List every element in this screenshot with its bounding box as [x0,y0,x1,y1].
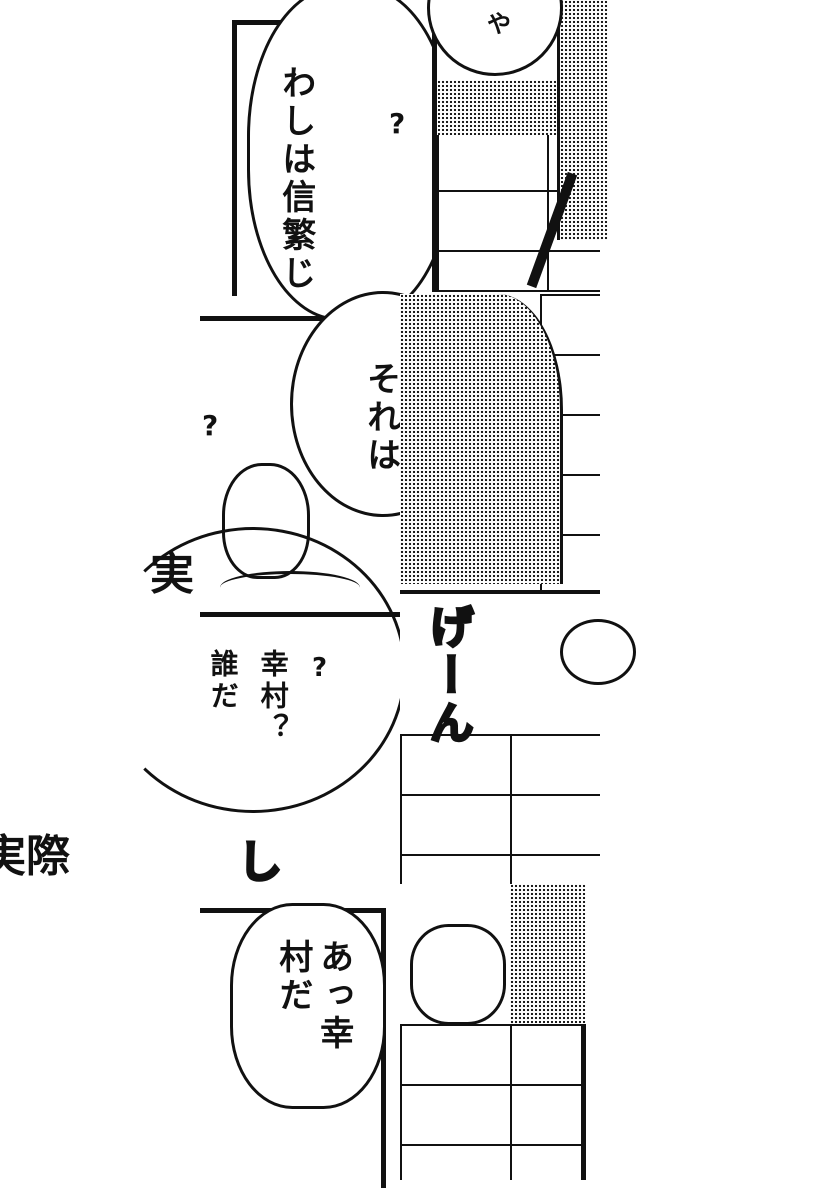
speech-text: あっ幸村だ [272,939,354,1053]
panel-6: げーん [400,590,636,884]
question-mark: ? [202,409,219,442]
character-head [560,619,636,685]
question-mark: ? [389,107,406,140]
speech-bubble [100,527,406,813]
speech-bubble [230,903,386,1109]
question-mark: ? [312,653,328,683]
panel-7: あっ幸村だ [200,903,386,1188]
panel-5: 幸村？ 誰だ ? [100,527,406,813]
panel-8 [400,884,586,1180]
wall-shading [510,884,586,1024]
speech-text-a: 幸村？ [256,649,290,745]
speech-text: や [487,10,511,38]
speech-text: わしは信繁じ [275,65,316,293]
kimono-figure [400,294,563,584]
panel-2: や [427,0,608,292]
caption-jissai: 実際 [0,831,70,882]
brick-wall [400,1024,581,1180]
speech-text-b: 誰だ [206,649,240,713]
panel-4 [400,294,600,590]
cat-figure [410,924,506,1025]
brick-wall [400,734,600,884]
panel-1: わしは信繁じ ? [232,0,453,321]
sfx-gaan: げーん [420,603,474,750]
speech-text: それは [360,361,401,475]
sfx-shi: し [237,836,284,890]
wall-shading [437,80,557,135]
